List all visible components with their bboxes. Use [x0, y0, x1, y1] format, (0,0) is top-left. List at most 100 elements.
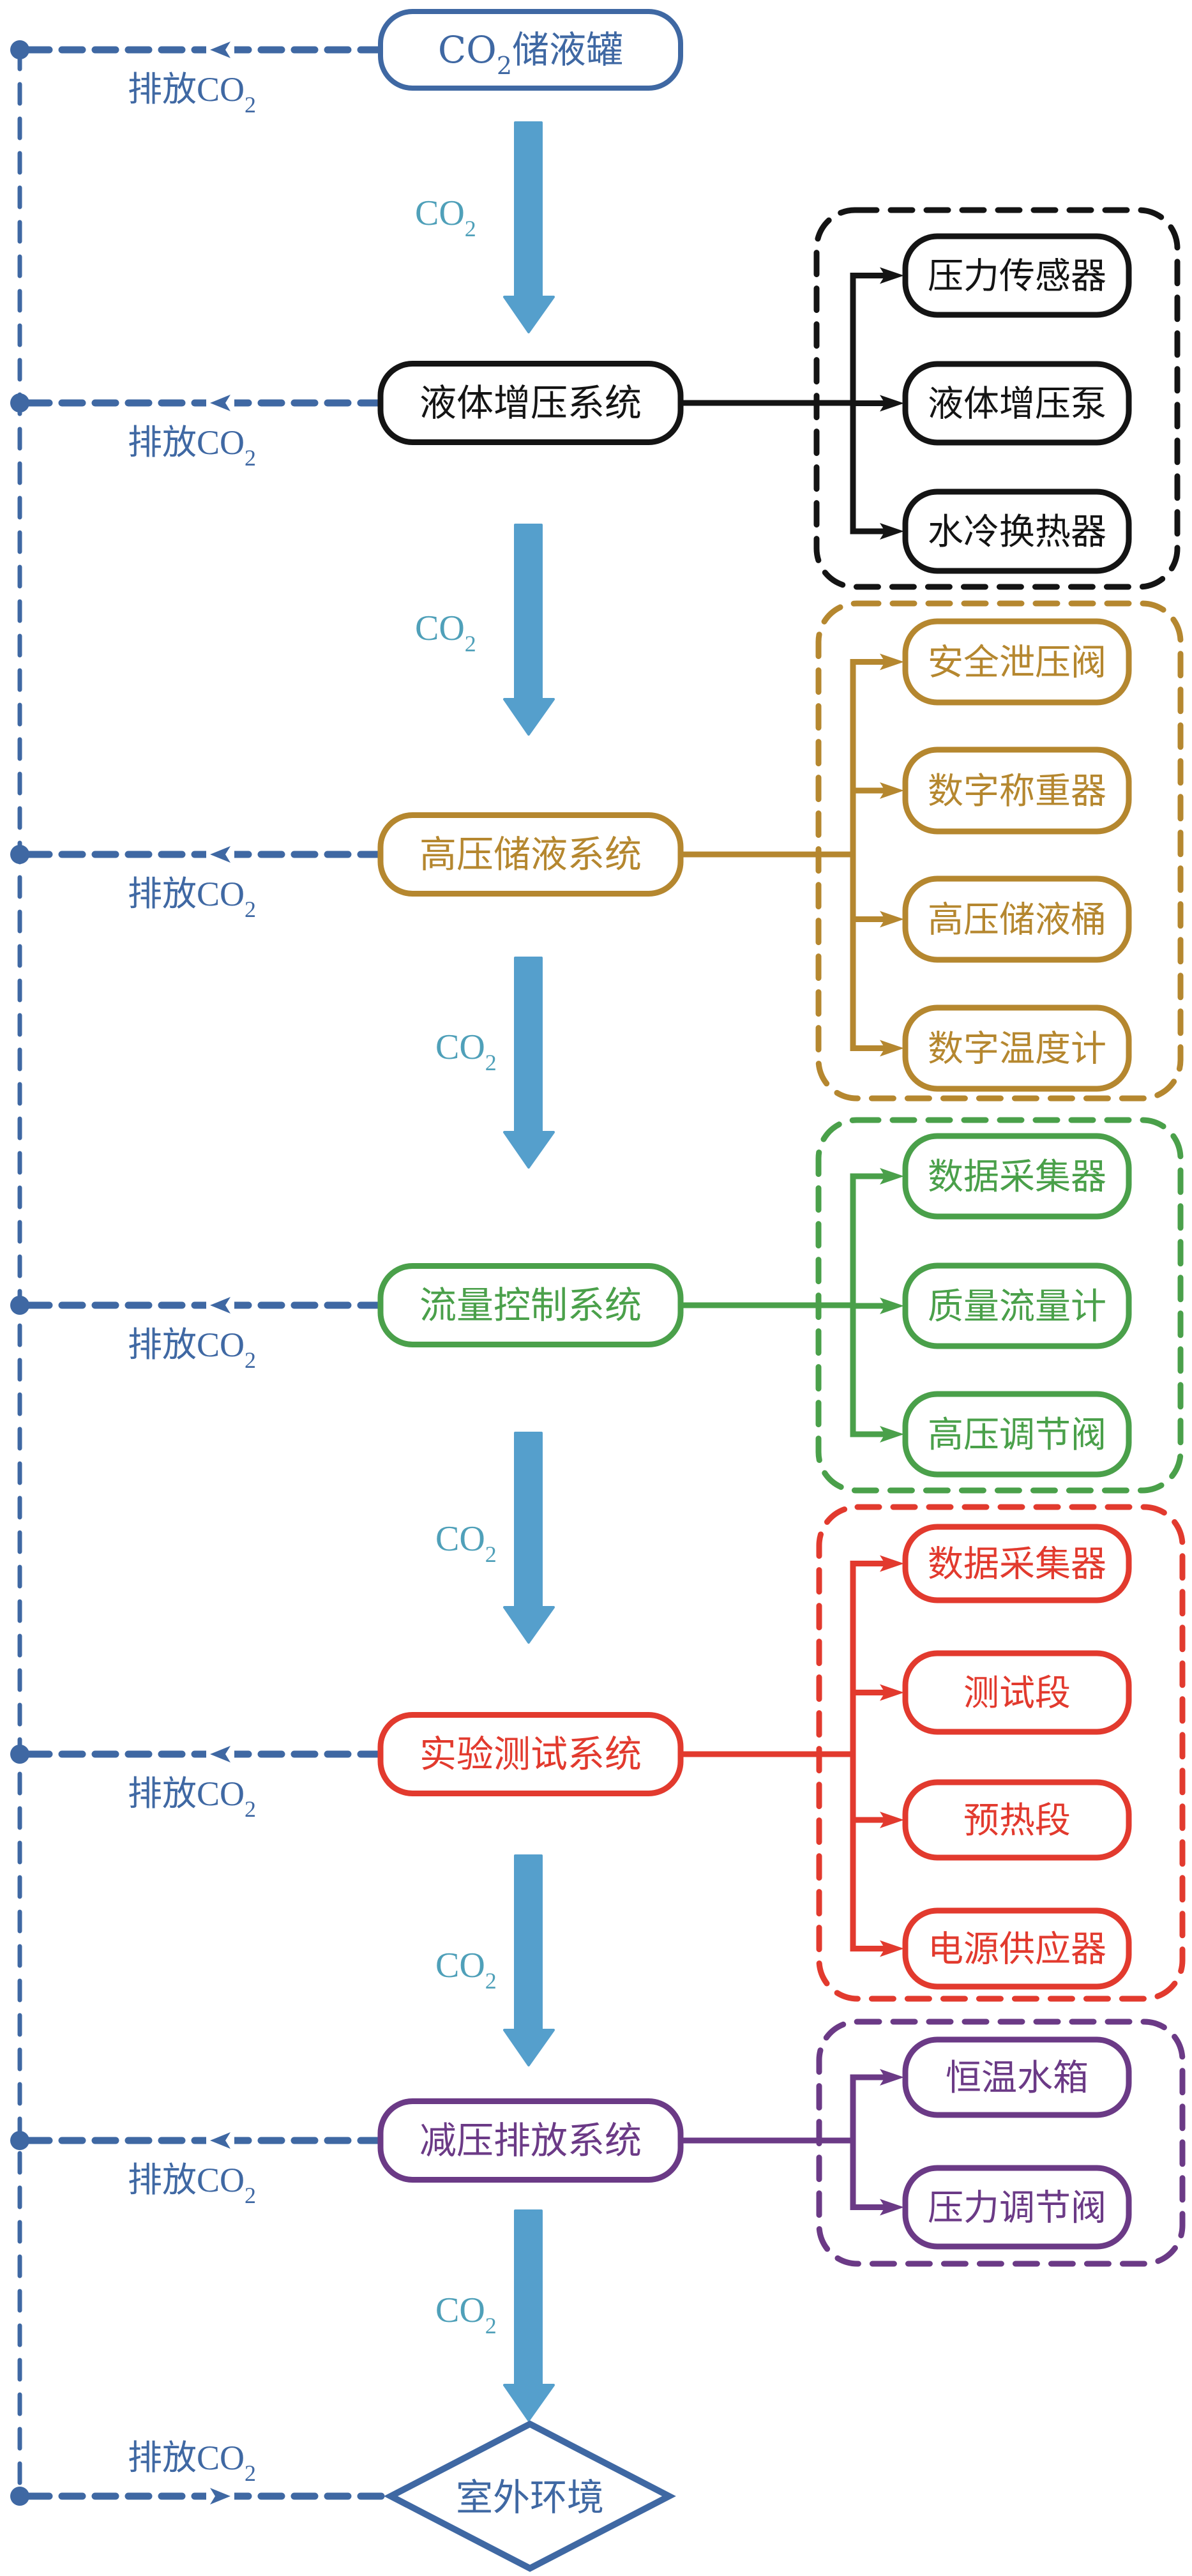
vent-junction-dot	[10, 1296, 29, 1315]
flow-arrow: CO2	[435, 1432, 555, 1644]
component-node[interactable]: 压力传感器	[902, 233, 1132, 318]
flow-co2-label: CO2	[435, 1027, 497, 1075]
arrow-right-icon	[880, 267, 904, 284]
arrow-down-icon	[503, 1854, 555, 2066]
component-label: 恒温水箱	[946, 2057, 1089, 2099]
diamond-shape	[384, 2420, 676, 2572]
vent-co2-label: 排放CO2	[128, 70, 256, 117]
component-box	[902, 1133, 1132, 1220]
vent-co2-label: 排放CO2	[128, 1775, 256, 1822]
component-box	[902, 1391, 1132, 1478]
outdoor-environment-node[interactable]: 室外环境	[384, 2420, 676, 2572]
node-box	[377, 812, 684, 897]
group-dashed-frame	[815, 600, 1184, 1102]
component-node[interactable]: 水冷换热器	[902, 489, 1132, 574]
component-box	[902, 1262, 1132, 1349]
vent-co2-label: 排放CO2	[128, 2161, 256, 2208]
flow-arrow: CO2	[435, 1854, 555, 2066]
vent-lines-layer: 排放CO2 排放CO2 排放CO2 排放CO2 排放CO2 排放CO2 排放CO2	[10, 40, 395, 2506]
vent-co2-label: 排放CO2	[128, 2439, 256, 2486]
flow-co2-label: CO2	[415, 609, 476, 656]
node-box	[377, 361, 684, 445]
arrow-right-icon	[880, 653, 904, 671]
component-node[interactable]: 高压储液桶	[902, 875, 1132, 963]
component-label: 质量流量计	[928, 1286, 1106, 1328]
arrow-right-icon	[880, 523, 904, 540]
arrow-right-icon	[880, 1040, 904, 1057]
vent-co2-label: 排放CO2	[128, 875, 256, 922]
node-box	[377, 2098, 684, 2183]
system-label: 流量控制系统	[419, 1284, 642, 1327]
component-label: 水冷换热器	[928, 511, 1106, 553]
arrow-right-icon	[880, 2199, 904, 2216]
node-box	[377, 1263, 684, 1347]
arrow-right-icon	[880, 1812, 904, 1828]
component-node[interactable]: 数字称重器	[902, 746, 1132, 835]
node-box	[377, 1712, 684, 1796]
component-node[interactable]: 液体增压泵	[902, 361, 1132, 446]
component-node[interactable]: 安全泄压阀	[902, 618, 1132, 706]
component-box	[902, 2036, 1132, 2118]
system-label: 高压储液系统	[419, 833, 642, 876]
vent-co2-label: 排放CO2	[128, 423, 256, 471]
component-box	[902, 2165, 1132, 2250]
vent-line: 排放CO2	[10, 845, 384, 922]
vent-line: 排放CO2	[10, 1296, 384, 1373]
arrow-right-icon	[210, 2488, 230, 2504]
component-box	[902, 1779, 1132, 1861]
component-box	[902, 875, 1132, 963]
system-node[interactable]: 实验测试系统	[377, 1712, 684, 1796]
arrow-down-icon	[503, 121, 555, 333]
flow-arrow: CO2	[415, 524, 555, 736]
component-label: 数据采集器	[928, 1156, 1106, 1198]
component-node[interactable]: 恒温水箱	[902, 2036, 1132, 2118]
node-label: CO2储液罐	[438, 28, 623, 80]
component-node[interactable]: 预热段	[902, 1779, 1132, 1861]
component-box	[902, 1650, 1132, 1735]
system-label: 液体增压系统	[419, 381, 642, 425]
flow-arrow: CO2	[415, 121, 555, 333]
component-node[interactable]: 质量流量计	[902, 1262, 1132, 1349]
component-node[interactable]: 数字温度计	[902, 1004, 1132, 1092]
component-node[interactable]: 压力调节阀	[902, 2165, 1132, 2250]
system-node[interactable]: 高压储液系统	[377, 812, 684, 897]
component-groups-layer: 压力传感器液体增压泵水冷换热器安全泄压阀数字称重器高压储液桶数字温度计数据采集器…	[681, 207, 1186, 2267]
system-node[interactable]: 流量控制系统	[377, 1263, 684, 1347]
vent-junction-dot	[10, 2487, 29, 2506]
component-node[interactable]: 测试段	[902, 1650, 1132, 1735]
arrow-right-icon	[880, 911, 904, 928]
component-box	[902, 489, 1132, 574]
node-box	[378, 9, 683, 91]
flow-co2-label: CO2	[435, 1519, 497, 1567]
vent-junction-dot	[10, 1745, 29, 1764]
component-label: 数据采集器	[928, 1544, 1106, 1586]
component-node[interactable]: 高压调节阀	[902, 1391, 1132, 1478]
arrow-down-icon	[503, 524, 555, 736]
component-box	[902, 1907, 1132, 1990]
group-dashed-frame	[813, 207, 1181, 590]
flow-co2-label: CO2	[435, 1946, 497, 1994]
co2-tank-node[interactable]: CO2储液罐	[378, 9, 683, 91]
component-box	[902, 233, 1132, 318]
component-node[interactable]: 电源供应器	[902, 1907, 1132, 1990]
arrow-right-icon	[880, 1555, 904, 1572]
vent-co2-label: 排放CO2	[128, 1326, 256, 1373]
system-label: 减压排放系统	[419, 2119, 642, 2162]
arrow-down-icon	[503, 1432, 555, 1644]
system-node[interactable]: 减压排放系统	[377, 2098, 684, 2183]
arrow-right-icon	[880, 1168, 904, 1185]
flow-arrow: CO2	[435, 957, 555, 1169]
component-node[interactable]: 数据采集器	[902, 1133, 1132, 1220]
system-node[interactable]: 液体增压系统	[377, 361, 684, 445]
vent-junction-dot	[10, 2131, 29, 2150]
component-label: 电源供应器	[928, 1929, 1106, 1971]
component-node[interactable]: 数据采集器	[902, 1524, 1132, 1603]
vent-line-to-outdoor: 排放CO2	[10, 2439, 395, 2506]
component-label: 高压储液桶	[928, 900, 1106, 941]
arrow-left-icon	[210, 1297, 230, 1314]
